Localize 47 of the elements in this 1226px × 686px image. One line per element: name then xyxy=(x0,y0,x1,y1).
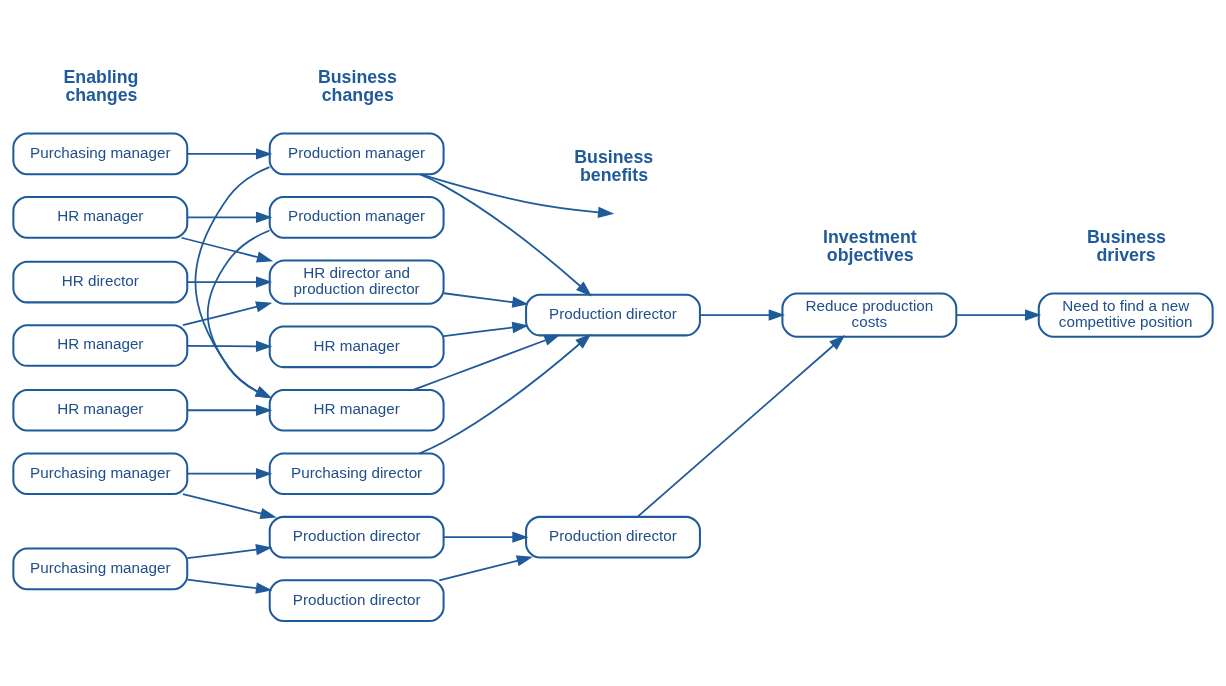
node-box: HR manager xyxy=(12,196,189,239)
arrow xyxy=(186,543,273,560)
arrow xyxy=(442,292,529,308)
node-box: HR manager xyxy=(268,388,445,432)
arrow xyxy=(194,166,272,399)
node-box: Production director xyxy=(525,515,701,559)
label: Business changes xyxy=(317,67,397,105)
node-box: Reduce production costs xyxy=(781,292,958,338)
node-box: HR manager xyxy=(12,388,189,432)
node-box: Production director xyxy=(268,579,445,622)
arrow xyxy=(186,578,273,594)
arrow xyxy=(180,236,274,263)
arrow xyxy=(438,555,533,582)
label: Business benefits xyxy=(574,147,654,185)
arrow xyxy=(186,148,273,160)
node-box: HR manager xyxy=(12,324,189,367)
label: Enabling changes xyxy=(63,67,139,105)
arrow xyxy=(186,468,273,480)
node-box: HR director and production director xyxy=(268,259,445,305)
node-box: Production manager xyxy=(268,132,445,176)
arrow xyxy=(186,404,273,416)
node-box: Purchasing manager xyxy=(12,452,189,496)
node-box: Need to find a new competitive position xyxy=(1037,292,1214,338)
node-box: Production director xyxy=(268,515,445,559)
arrow xyxy=(636,335,846,518)
arrow xyxy=(186,211,273,224)
arrow xyxy=(442,531,529,543)
arrow xyxy=(699,309,785,321)
node-box: Purchasing director xyxy=(268,452,445,496)
arrow xyxy=(182,493,277,520)
label: Business drivers xyxy=(1086,227,1166,265)
arrow xyxy=(442,321,529,337)
arrow xyxy=(955,309,1042,321)
arrow xyxy=(419,173,615,219)
arrow xyxy=(186,340,273,352)
arrow xyxy=(418,333,592,455)
node-box: Purchasing manager xyxy=(12,547,189,591)
arrow xyxy=(418,173,592,297)
node-box: Production manager xyxy=(268,196,445,239)
arrow xyxy=(182,301,273,327)
node-box: HR manager xyxy=(268,325,445,369)
label: Investment objectives xyxy=(823,227,917,265)
arrow xyxy=(206,229,272,399)
node-box: Purchasing manager xyxy=(12,132,189,176)
arrow xyxy=(186,276,273,288)
node-box: Production director xyxy=(525,293,701,337)
node-box: HR director xyxy=(12,260,189,304)
